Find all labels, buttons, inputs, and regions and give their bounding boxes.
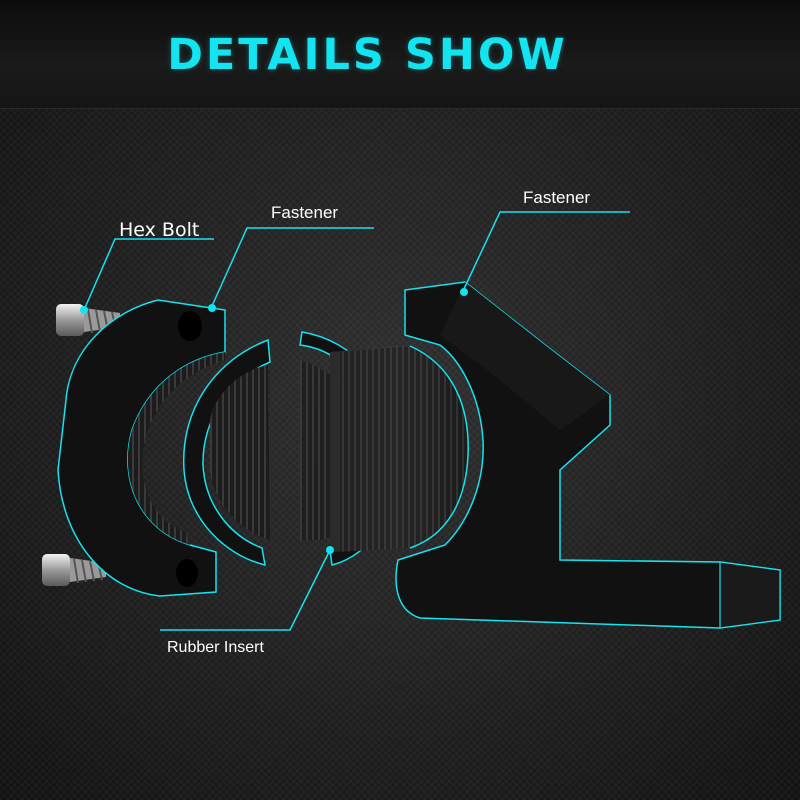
fastener-left-callout bbox=[211, 227, 374, 307]
callout-dots bbox=[80, 288, 468, 554]
hex-bolt-label: Hex Bolt bbox=[119, 219, 200, 241]
rubber-insert-label: Rubber Insert bbox=[167, 639, 264, 656]
title-band bbox=[0, 0, 800, 109]
fastener-left-label: Fastener bbox=[271, 203, 339, 222]
fastener-right-label: Fastener bbox=[523, 188, 591, 207]
fastener-right-callout bbox=[462, 211, 630, 292]
right-bracket bbox=[395, 281, 781, 629]
callout-lines bbox=[83, 211, 630, 631]
ribbed-cylinder bbox=[330, 345, 469, 552]
page-title: DETAILS SHOW bbox=[167, 30, 568, 80]
hex-bolt-callout bbox=[83, 238, 214, 311]
left-clamp-half bbox=[57, 299, 226, 597]
rubber-insert-callout bbox=[160, 549, 331, 631]
